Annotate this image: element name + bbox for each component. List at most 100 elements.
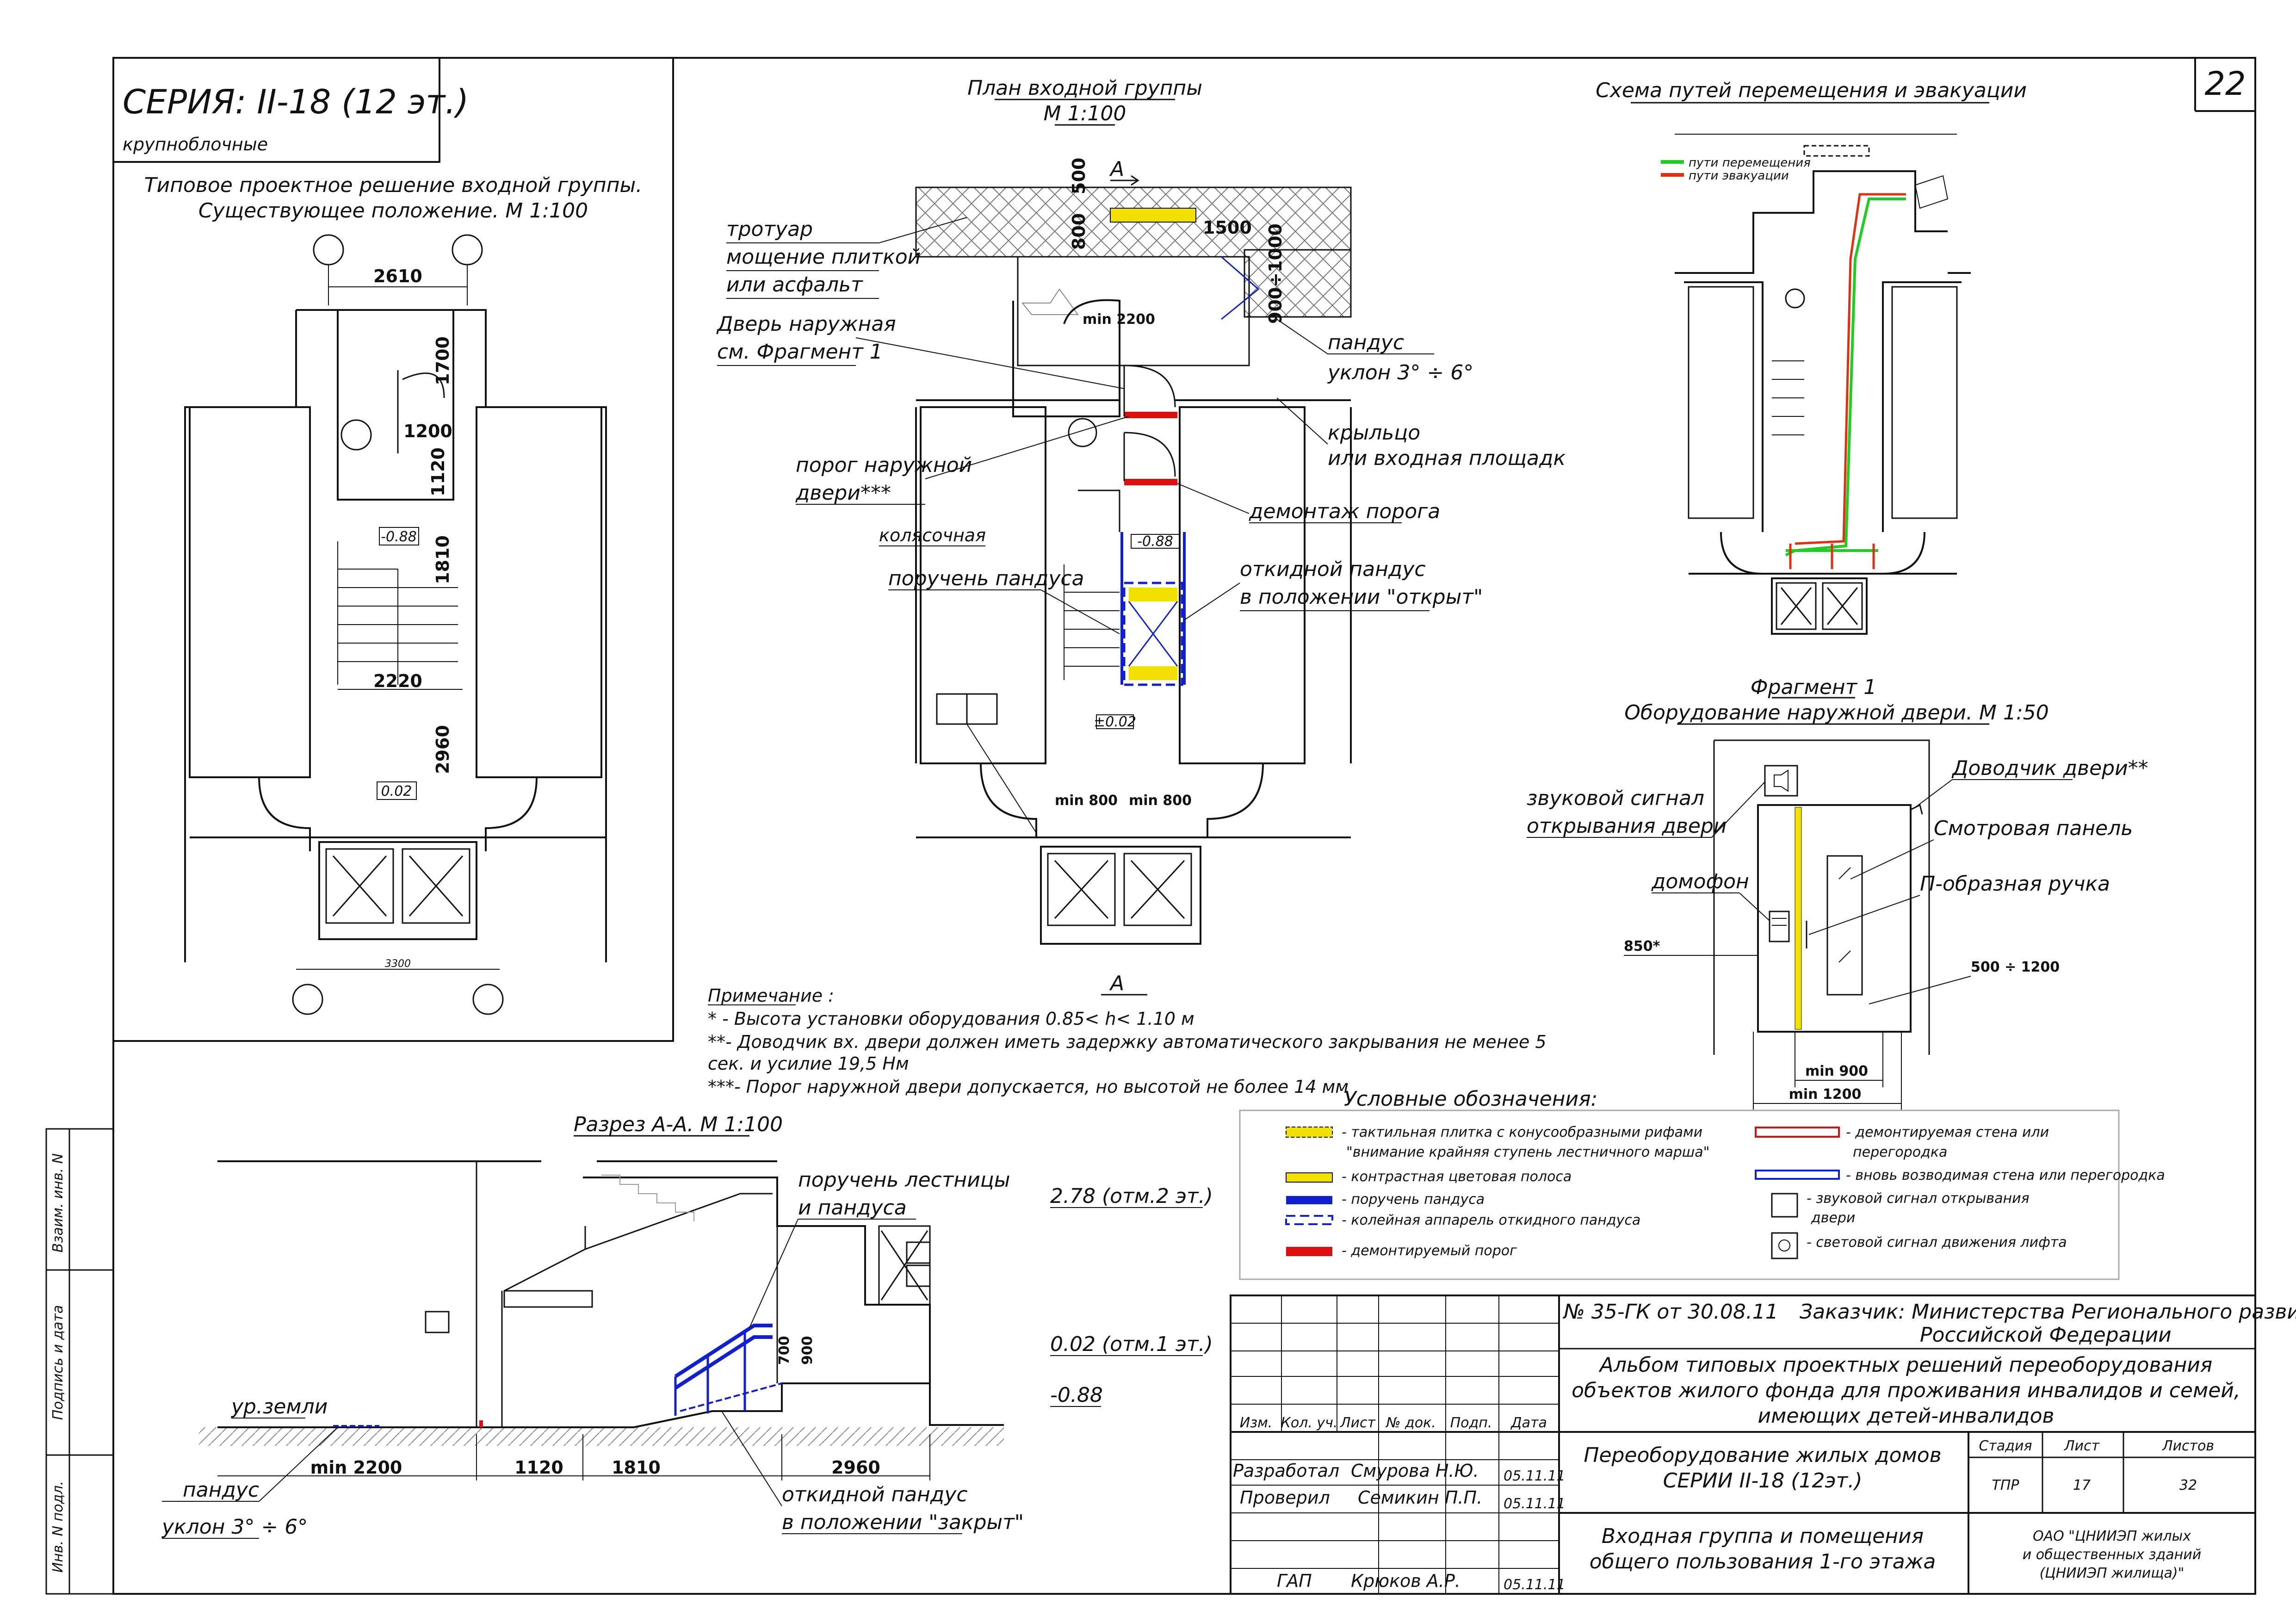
svg-text:Разработал: Разработал (1233, 1461, 1339, 1481)
svg-text:2220: 2220 (373, 671, 422, 691)
svg-text:min 1200: min 1200 (1789, 1086, 1862, 1103)
svg-text:Входная группа и помещения: Входная группа и помещения (1602, 1524, 1924, 1548)
svg-text:Смурова Н.Ю.: Смурова Н.Ю. (1351, 1461, 1479, 1481)
sheet-number: 22 (2204, 65, 2246, 103)
svg-text:-0.88: -0.88 (381, 529, 417, 545)
svg-text:пути эвакуации: пути эвакуации (1689, 169, 1789, 183)
svg-text:крыльцо: крыльцо (1328, 421, 1420, 445)
svg-text:или входная площадк: или входная площадк (1328, 446, 1566, 470)
svg-text:пути перемещения: пути перемещения (1689, 156, 1811, 170)
svg-text:800: 800 (1069, 213, 1089, 250)
svg-text:(ЦНИИЭП жилища)": (ЦНИИЭП жилища)" (2040, 1565, 2185, 1581)
svg-text:500: 500 (1069, 158, 1089, 194)
svg-text:тротуар: тротуар (726, 217, 813, 241)
side-stamps: Взаим. инв. N Подпись и дата Инв. N подл… (45, 1128, 114, 1595)
existing-title-1: Типовое проектное решение входной группы… (144, 173, 642, 197)
svg-text:Заказчик: Министерства Региона: Заказчик: Министерства Регионального раз… (1800, 1300, 2296, 1324)
fragment-1: Фрагмент 1 Оборудование наружной двери. … (1527, 675, 2148, 1110)
svg-text:двери: двери (1811, 1210, 1855, 1226)
svg-text:Семикин П.П.: Семикин П.П. (1358, 1487, 1482, 1508)
svg-text:откидной пандус: откидной пандус (1240, 558, 1426, 581)
svg-text:двери***: двери*** (795, 481, 891, 505)
svg-text:* - Высота установки оборудова: * - Высота установки оборудования 0.85< … (708, 1009, 1194, 1029)
svg-text:в положении "закрыт": в положении "закрыт" (782, 1511, 1024, 1534)
svg-text:- световой сигнал движения лиф: - световой сигнал движения лифта (1807, 1234, 2067, 1251)
svg-text:№ 35-ГК от 30.08.11: № 35-ГК от 30.08.11 (1562, 1300, 1778, 1324)
svg-text:поручень пандуса: поручень пандуса (888, 567, 1084, 590)
svg-text:1120: 1120 (514, 1457, 563, 1478)
svg-text:1700: 1700 (433, 336, 453, 385)
svg-text:700: 700 (776, 1336, 792, 1365)
svg-text:мощение плиткой: мощение плиткой (726, 245, 921, 269)
svg-text:№ док.: № док. (1385, 1415, 1436, 1431)
notes: Примечание : * - Высота установки оборуд… (708, 985, 1547, 1097)
svg-text:850*: 850* (1624, 938, 1660, 954)
svg-text:±0.02: ±0.02 (1094, 714, 1136, 730)
svg-text:откидной пандус: откидной пандус (782, 1483, 968, 1506)
entry-plan-labels: тротуар мощение плиткой или асфальт Двер… (716, 217, 1566, 833)
svg-text:1810: 1810 (433, 535, 453, 584)
svg-text:- колейная аппарель откидного: - колейная аппарель откидного пандуса (1342, 1212, 1640, 1228)
svg-text:05.11.11: 05.11.11 (1504, 1468, 1566, 1484)
svg-text:Стадия: Стадия (1979, 1438, 2032, 1454)
svg-text:0.02 (отм.1 эт.): 0.02 (отм.1 эт.) (1050, 1332, 1213, 1356)
svg-text:ТПР: ТПР (1992, 1477, 2020, 1493)
svg-text:- контрастная цветовая полоса: - контрастная цветовая полоса (1342, 1169, 1572, 1185)
svg-text:А: А (1109, 972, 1124, 995)
svg-text:домофон: домофон (1651, 870, 1749, 893)
svg-text:М 1:100: М 1:100 (1044, 102, 1126, 125)
svg-text:"внимание крайняя ступень лест: "внимание крайняя ступень лестничного ма… (1346, 1144, 1709, 1160)
svg-text:открывания двери: открывания двери (1527, 814, 1727, 838)
stamp-signature: Подпись и дата (50, 1305, 66, 1420)
svg-text:пандус: пандус (183, 1478, 259, 1502)
svg-text:2960: 2960 (831, 1457, 880, 1478)
svg-text:32: 32 (2179, 1477, 2197, 1493)
svg-text:или асфальт: или асфальт (726, 273, 863, 297)
svg-text:и пандуса: и пандуса (798, 1196, 907, 1220)
svg-text:Смотровая панель: Смотровая панель (1934, 817, 2133, 840)
entry-plan: План входной группы М 1:100 А А 1500 500… (716, 76, 1566, 996)
svg-text:Лист: Лист (2064, 1438, 2100, 1454)
svg-text:1200: 1200 (403, 421, 452, 441)
svg-text:Листов: Листов (2162, 1438, 2214, 1454)
svg-text:900÷1000: 900÷1000 (1265, 223, 1286, 324)
svg-text:Доводчик двери**: Доводчик двери** (1951, 756, 2148, 780)
svg-text:перегородка: перегородка (1853, 1144, 1947, 1160)
svg-text:см. Фрагмент 1: см. Фрагмент 1 (717, 340, 883, 364)
svg-text:min 800: min 800 (1055, 793, 1118, 809)
sound-signal-icon (1771, 1193, 1798, 1218)
svg-text:поручень лестницы: поручень лестницы (798, 1168, 1010, 1192)
svg-text:Лист: Лист (1340, 1415, 1376, 1431)
svg-text:- поручень пандуса: - поручень пандуса (1342, 1191, 1485, 1208)
svg-text:пандус: пандус (1328, 331, 1404, 354)
svg-text:***- Порог наружной двери допу: ***- Порог наружной двери допускается, н… (708, 1077, 1349, 1097)
svg-text:уклон 3° ÷ 6°: уклон 3° ÷ 6° (1327, 361, 1473, 384)
svg-text:А: А (1109, 157, 1124, 181)
svg-text:- вновь возводимая стена или п: - вновь возводимая стена или перегородка (1846, 1167, 2165, 1183)
series-subtitle: крупноблочные (123, 134, 268, 155)
svg-text:min 900: min 900 (1805, 1063, 1868, 1079)
svg-text:Проверил: Проверил (1240, 1487, 1330, 1508)
svg-text:- демонтируемая стена или: - демонтируемая стена или (1846, 1124, 2049, 1140)
svg-text:ОАО "ЦНИИЭП жилых: ОАО "ЦНИИЭП жилых (2033, 1528, 2191, 1544)
svg-text:колясочная: колясочная (879, 525, 986, 545)
existing-plan: СЕРИЯ: II-18 (12 эт.) крупноблочные Типо… (112, 57, 674, 1042)
svg-text:СЕРИИ II-18 (12эт.): СЕРИИ II-18 (12эт.) (1663, 1469, 1863, 1493)
svg-text:17: 17 (2073, 1477, 2091, 1493)
svg-text:Примечание :: Примечание : (708, 985, 834, 1006)
svg-text:2610: 2610 (373, 266, 422, 286)
svg-text:**- Доводчик вх. двери должен: **- Доводчик вх. двери должен иметь заде… (708, 1032, 1547, 1052)
svg-text:min 800: min 800 (1129, 793, 1192, 809)
svg-text:-0.88: -0.88 (1050, 1383, 1103, 1407)
svg-text:звуковой сигнал: звуковой сигнал (1527, 787, 1704, 810)
existing-title-2: Существующее положение. М 1:100 (198, 199, 588, 223)
svg-text:Оборудование наружной двери. М: Оборудование наружной двери. М 1:50 (1624, 701, 2049, 725)
section-aa: Разрез А-А. М 1:100 поручень лестницы и … (161, 1113, 1213, 1539)
svg-text:05.11.11: 05.11.11 (1504, 1496, 1566, 1512)
svg-text:2960: 2960 (433, 725, 453, 774)
svg-text:0.02: 0.02 (381, 783, 412, 799)
svg-text:1120: 1120 (428, 447, 448, 496)
svg-text:2.78 (отм.2 эт.): 2.78 (отм.2 эт.) (1050, 1184, 1213, 1208)
svg-text:Крюков А.Р.: Крюков А.Р. (1351, 1571, 1461, 1591)
